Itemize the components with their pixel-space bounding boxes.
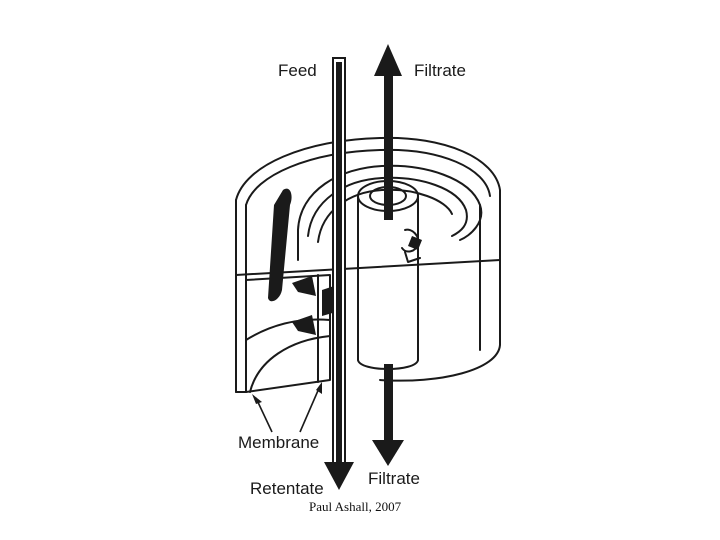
feed-label: Feed (278, 61, 317, 80)
feed-arrow (324, 57, 354, 490)
membrane-label: Membrane (238, 433, 320, 452)
credit-text: Paul Ashall, 2007 (309, 499, 402, 514)
feed-chevron-upper (292, 276, 316, 296)
retentate-flow-marker (268, 188, 292, 302)
feed-chevron-lower (292, 315, 316, 335)
filtrate-down-arrow (372, 364, 404, 466)
outer-cylinder (235, 136, 501, 393)
spiral-layers (297, 164, 483, 351)
retentate-arrowhead (324, 462, 354, 490)
filtrate-down-arrowhead (372, 440, 404, 466)
retentate-label: Retentate (250, 479, 324, 498)
filtrate-up-arrow (374, 44, 402, 220)
membrane-pointers (252, 382, 322, 433)
filtrate-bottom-label: Filtrate (368, 469, 420, 488)
permeate-port-marker (408, 236, 422, 250)
filtrate-top-label: Filtrate (414, 61, 466, 80)
filtrate-up-arrowhead (374, 44, 402, 76)
